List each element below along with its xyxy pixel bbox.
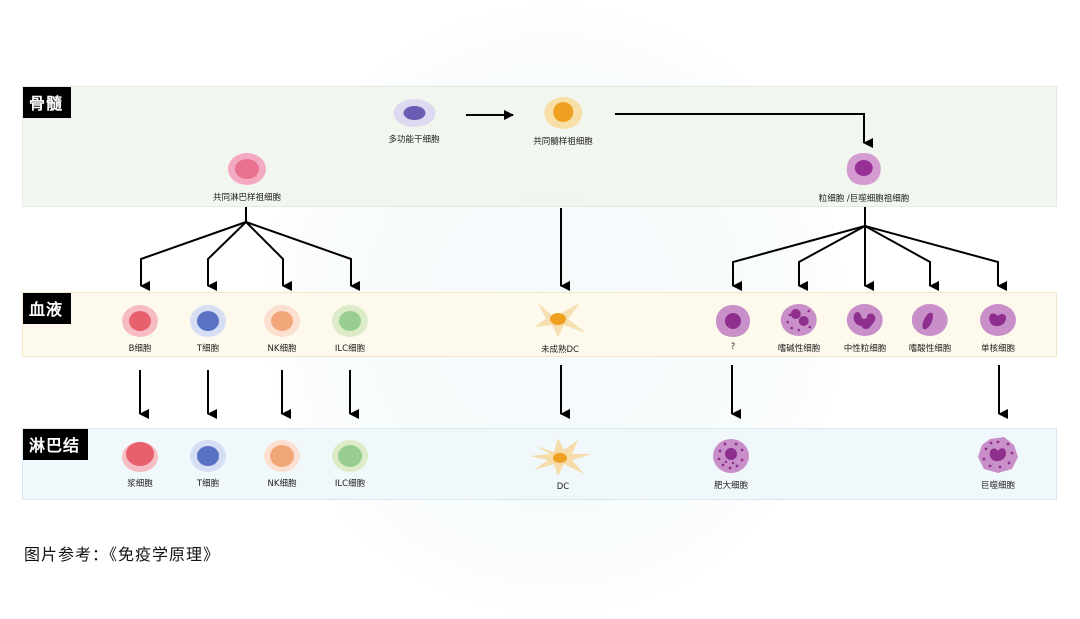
arrow-clp-to-b xyxy=(140,221,247,291)
cell-eosinophil: 嗜酸性细胞 xyxy=(908,302,952,354)
blood-label: 血液 xyxy=(23,293,72,324)
cell-b: B细胞 xyxy=(120,304,160,354)
cell-basophil: 嗜碱性细胞 xyxy=(777,302,821,354)
arrow-gmp-to-basophil xyxy=(798,225,866,291)
eosinophil-icon xyxy=(911,304,948,336)
cell-ilc: ILC细胞 xyxy=(330,304,370,354)
arrow-clp-to-t xyxy=(207,221,247,291)
b-cell-label: B细胞 xyxy=(128,344,152,354)
cell-cmp: 共同髓样祖细胞 xyxy=(533,95,593,147)
lymph-node-label: 淋巴结 xyxy=(23,429,89,460)
cell-clp: 共同淋巴样祖细胞 xyxy=(213,151,281,203)
t-cell-icon xyxy=(190,305,226,337)
immature-dc-label: 未成熟DC xyxy=(541,345,579,355)
cell-t-ln: T细胞 xyxy=(188,439,228,489)
macrophage-icon xyxy=(978,437,1018,473)
neutrophil-icon xyxy=(846,304,883,336)
unknown-cell-label: ? xyxy=(730,342,736,352)
hsc-label: 多功能干细胞 xyxy=(388,135,440,145)
basophil-icon xyxy=(780,304,817,336)
cell-dc: DC xyxy=(528,434,598,492)
cell-nk-ln: NK细胞 xyxy=(262,439,302,489)
ilc-cell-icon xyxy=(332,305,368,337)
mast-cell-icon xyxy=(713,439,749,473)
t-cell-label: T细胞 xyxy=(196,344,220,354)
cell-hsc: 多功能干细胞 xyxy=(388,97,440,145)
bone-marrow-label: 骨髓 xyxy=(23,87,72,118)
monocyte-label: 单核细胞 xyxy=(980,344,1015,354)
arrow-clp-to-nk xyxy=(245,221,292,291)
nk-cell-icon xyxy=(264,305,300,337)
cell-unknown: ? xyxy=(713,304,753,352)
cmp-label: 共同髓样祖细胞 xyxy=(533,137,593,147)
ilc-cell-label: ILC细胞 xyxy=(334,344,366,354)
unknown-cell-icon xyxy=(716,305,750,337)
cell-gmp: 粒细胞 /巨噬细胞祖细胞 xyxy=(818,150,910,204)
t-cell-ln-label: T细胞 xyxy=(196,479,220,489)
cell-immature-dc: 未成熟DC xyxy=(528,297,592,355)
gmp-icon xyxy=(846,153,881,185)
gmp-label: 粒细胞 /巨噬细胞祖细胞 xyxy=(818,194,910,204)
dc-icon xyxy=(530,438,592,476)
cell-plasma: 浆细胞 xyxy=(120,439,160,489)
nk-cell-ln-icon xyxy=(264,440,300,472)
arrow-gmp-to-monocyte xyxy=(864,225,1007,291)
cmp-icon xyxy=(543,97,582,129)
cell-ilc-ln: ILC细胞 xyxy=(330,439,370,489)
neutrophil-label: 中性粒细胞 xyxy=(843,344,887,354)
hsc-icon xyxy=(392,99,435,127)
clp-icon xyxy=(227,153,266,185)
macrophage-label: 巨噬细胞 xyxy=(980,481,1015,491)
arrow-gmp-to-eosinophil xyxy=(864,225,939,291)
dc-label: DC xyxy=(556,482,570,492)
cell-monocyte: 单核细胞 xyxy=(978,302,1018,354)
ilc-cell-ln-icon xyxy=(332,440,368,472)
nk-cell-ln-label: NK细胞 xyxy=(267,479,297,489)
cell-neutrophil: 中性粒细胞 xyxy=(843,302,887,354)
figure-caption: 图片参考：《免疫学原理》 xyxy=(24,545,221,564)
cell-mast: 肥大细胞 xyxy=(711,437,751,491)
arrow-clp-to-ilc xyxy=(245,221,360,291)
bone-marrow-region: 骨髓 xyxy=(22,86,1057,207)
immature-dc-icon xyxy=(534,303,586,337)
arrow-gmp-to-unknown xyxy=(732,225,866,291)
monocyte-icon xyxy=(980,304,1016,336)
arrow-cmp-to-gmp xyxy=(615,113,873,148)
basophil-label: 嗜碱性细胞 xyxy=(777,344,821,354)
t-cell-ln-icon xyxy=(190,440,226,472)
ilc-cell-ln-label: ILC细胞 xyxy=(334,479,366,489)
plasma-cell-icon xyxy=(122,442,158,472)
plasma-cell-label: 浆细胞 xyxy=(127,479,153,489)
cell-macrophage: 巨噬细胞 xyxy=(976,435,1020,491)
b-cell-icon xyxy=(122,305,158,337)
mast-cell-label: 肥大细胞 xyxy=(713,481,748,491)
clp-label: 共同淋巴样祖细胞 xyxy=(212,193,282,203)
nk-cell-label: NK细胞 xyxy=(267,344,297,354)
cell-t: T细胞 xyxy=(188,304,228,354)
cell-nk: NK细胞 xyxy=(262,304,302,354)
eosinophil-label: 嗜酸性细胞 xyxy=(908,344,952,354)
